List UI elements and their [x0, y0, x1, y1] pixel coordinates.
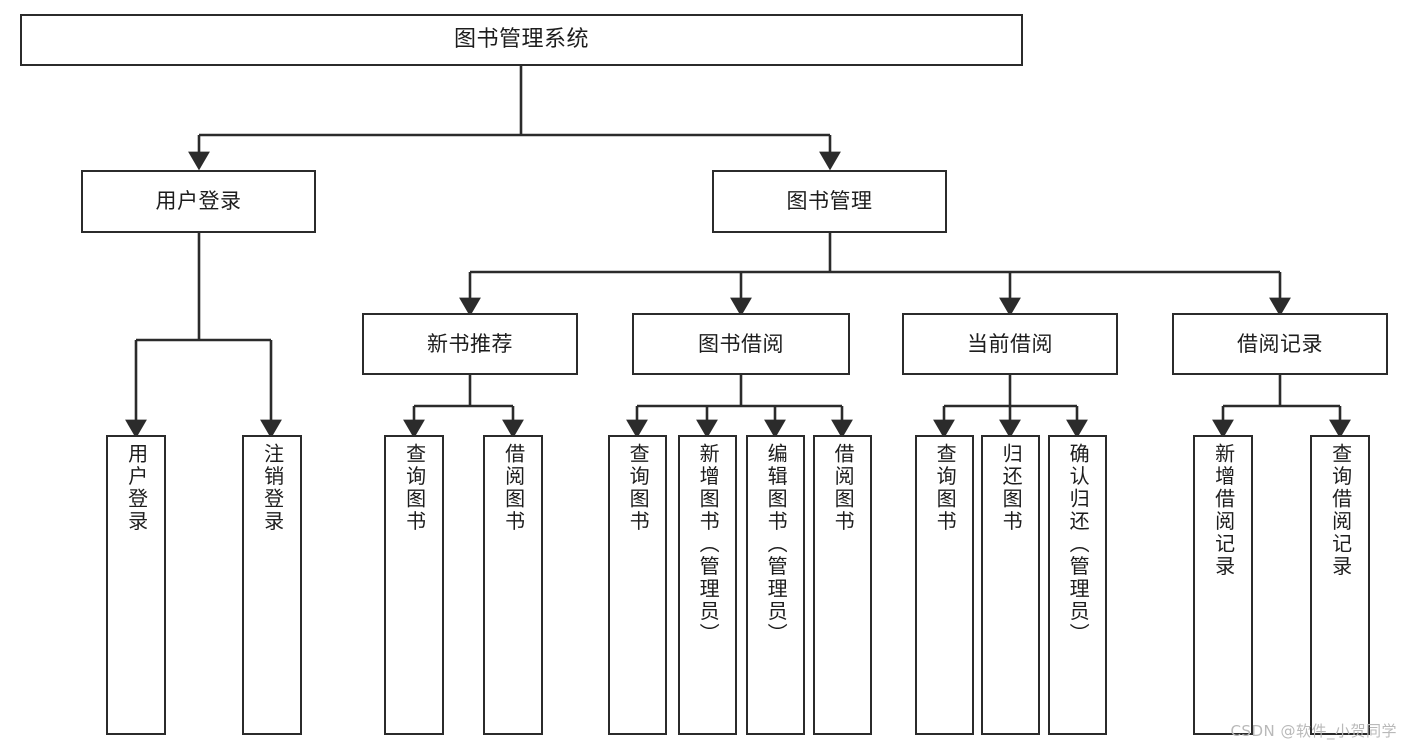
- node-label: 查询借阅记录: [1328, 443, 1353, 578]
- leaf-return-book[interactable]: 归还图书: [981, 435, 1040, 735]
- leaf-borrow-book[interactable]: 借阅图书: [813, 435, 872, 735]
- leaf-query-book-borrow[interactable]: 查询图书: [608, 435, 667, 735]
- leaf-add-borrow-record[interactable]: 新增借阅记录: [1193, 435, 1253, 735]
- node-label: 新增图书（管理员）: [696, 443, 721, 646]
- leaf-logout[interactable]: 注销登录: [242, 435, 302, 735]
- node-label: 图书管理系统: [453, 27, 589, 53]
- node-label: 当前借阅: [967, 331, 1053, 356]
- node-label: 编辑图书（管理员）: [764, 443, 789, 646]
- node-book-management-module[interactable]: 图书管理: [712, 170, 947, 233]
- watermark-text: CSDN @软件_小贺同学: [1230, 722, 1397, 740]
- node-label: 用户登录: [155, 189, 242, 214]
- leaf-user-login[interactable]: 用户登录: [106, 435, 166, 735]
- leaf-add-book-admin[interactable]: 新增图书（管理员）: [678, 435, 737, 735]
- leaf-query-book-recommend[interactable]: 查询图书: [384, 435, 444, 735]
- node-label: 新书推荐: [427, 331, 513, 356]
- node-label: 借阅记录: [1237, 331, 1323, 356]
- node-root-system[interactable]: 图书管理系统: [20, 14, 1023, 66]
- leaf-borrow-book-recommend[interactable]: 借阅图书: [483, 435, 543, 735]
- node-user-login-module[interactable]: 用户登录: [81, 170, 316, 233]
- node-label: 查询图书: [402, 443, 427, 533]
- node-new-book-recommend[interactable]: 新书推荐: [362, 313, 578, 375]
- leaf-query-borrow-record[interactable]: 查询借阅记录: [1310, 435, 1370, 735]
- node-label: 借阅图书: [501, 443, 526, 533]
- leaf-edit-book-admin[interactable]: 编辑图书（管理员）: [746, 435, 805, 735]
- node-label: 借阅图书: [831, 443, 856, 533]
- node-label: 确认归还（管理员）: [1066, 443, 1091, 646]
- node-current-borrow[interactable]: 当前借阅: [902, 313, 1118, 375]
- node-label: 查询图书: [933, 443, 958, 533]
- node-label: 图书管理: [786, 189, 873, 214]
- node-label: 用户登录: [124, 443, 149, 533]
- node-label: 图书借阅: [698, 331, 784, 356]
- node-label: 归还图书: [999, 443, 1024, 533]
- leaf-query-book-current[interactable]: 查询图书: [915, 435, 974, 735]
- node-label: 注销登录: [260, 443, 285, 533]
- node-label: 新增借阅记录: [1211, 443, 1236, 578]
- leaf-confirm-return-admin[interactable]: 确认归还（管理员）: [1048, 435, 1107, 735]
- node-book-borrow[interactable]: 图书借阅: [632, 313, 850, 375]
- node-borrow-record[interactable]: 借阅记录: [1172, 313, 1388, 375]
- node-label: 查询图书: [626, 443, 651, 533]
